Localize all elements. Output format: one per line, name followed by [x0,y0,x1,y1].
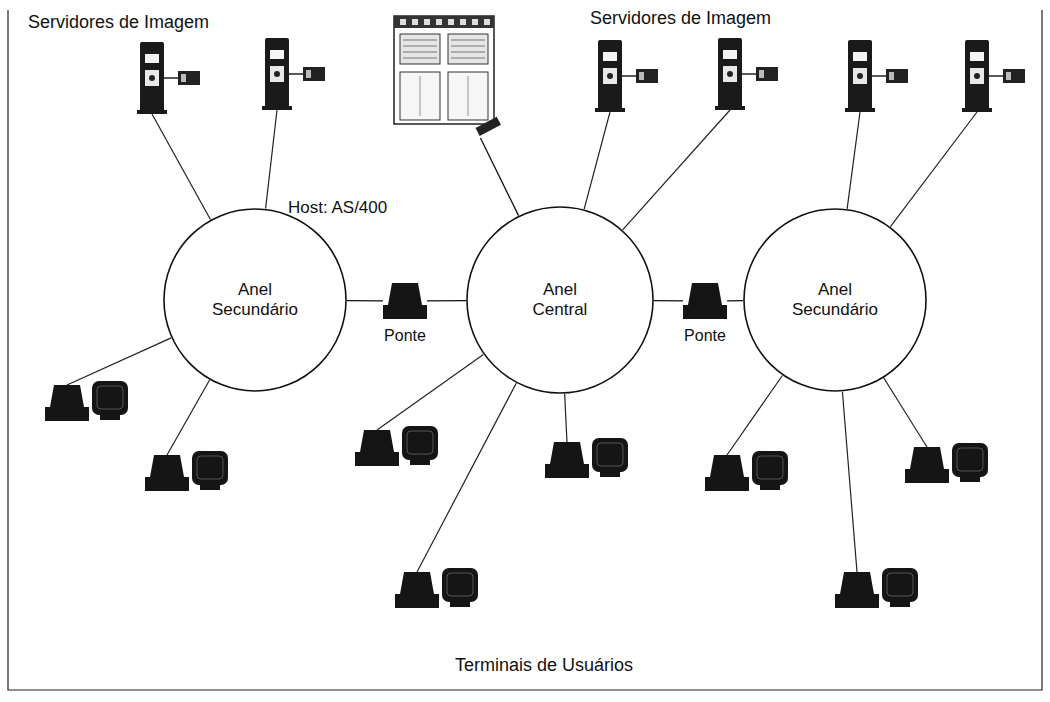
network-link [623,110,730,230]
ring-name: Anel Central [533,280,588,321]
user-terminal [145,451,228,491]
image-server [715,38,778,110]
bridge-label: Ponte [684,326,726,345]
user-terminal [355,426,438,466]
ring-circle: Anel Secundário [743,208,927,392]
ring-circle: Anel Central [466,206,654,394]
network-link [842,392,857,572]
bridge-computer: Ponte [383,282,427,320]
host-mainframe: Host: AS/400 [392,14,508,138]
host-mainframe-outline [392,14,508,138]
network-link [884,378,927,447]
network-link [152,114,210,220]
network-link [377,354,483,430]
network-link [890,112,977,227]
network-link [727,300,743,301]
frame-line [8,10,1042,690]
network-link [565,394,567,442]
user-terminal [835,568,918,608]
image-server [262,38,325,110]
bridge-computer: Ponte [683,282,727,320]
bridge-computer-outline [383,282,427,320]
ring-name: Anel Secundário [212,280,298,321]
image-server [962,40,1025,112]
image-server [845,40,908,112]
illustration-group [8,10,1042,690]
network-link [67,338,171,385]
network-link [427,300,466,302]
user-terminal [545,438,628,478]
network-link [847,112,860,209]
network-link [584,112,610,209]
network-link [480,138,518,216]
bridge-label: Ponte [384,326,426,345]
group-label: Terminais de Usuários [455,655,633,677]
user-terminal [905,443,988,483]
image-server [137,42,200,114]
network-link [347,300,383,302]
group-label: Servidores de Imagem [590,8,771,30]
network-link [654,300,683,301]
bridge-computer-outline [683,282,727,320]
network-link [167,380,210,455]
network-link [266,110,277,209]
user-terminal [45,381,128,421]
network-link [417,383,516,572]
group-label: Servidores de Imagem [28,12,209,34]
user-terminal [395,568,478,608]
user-terminal [705,451,788,491]
ring-name: Anel Secundário [792,280,878,321]
host-label: Host: AS/400 [288,198,387,218]
network-link [727,375,782,455]
ring-circle: Anel Secundário [163,208,347,392]
image-server [595,40,658,112]
